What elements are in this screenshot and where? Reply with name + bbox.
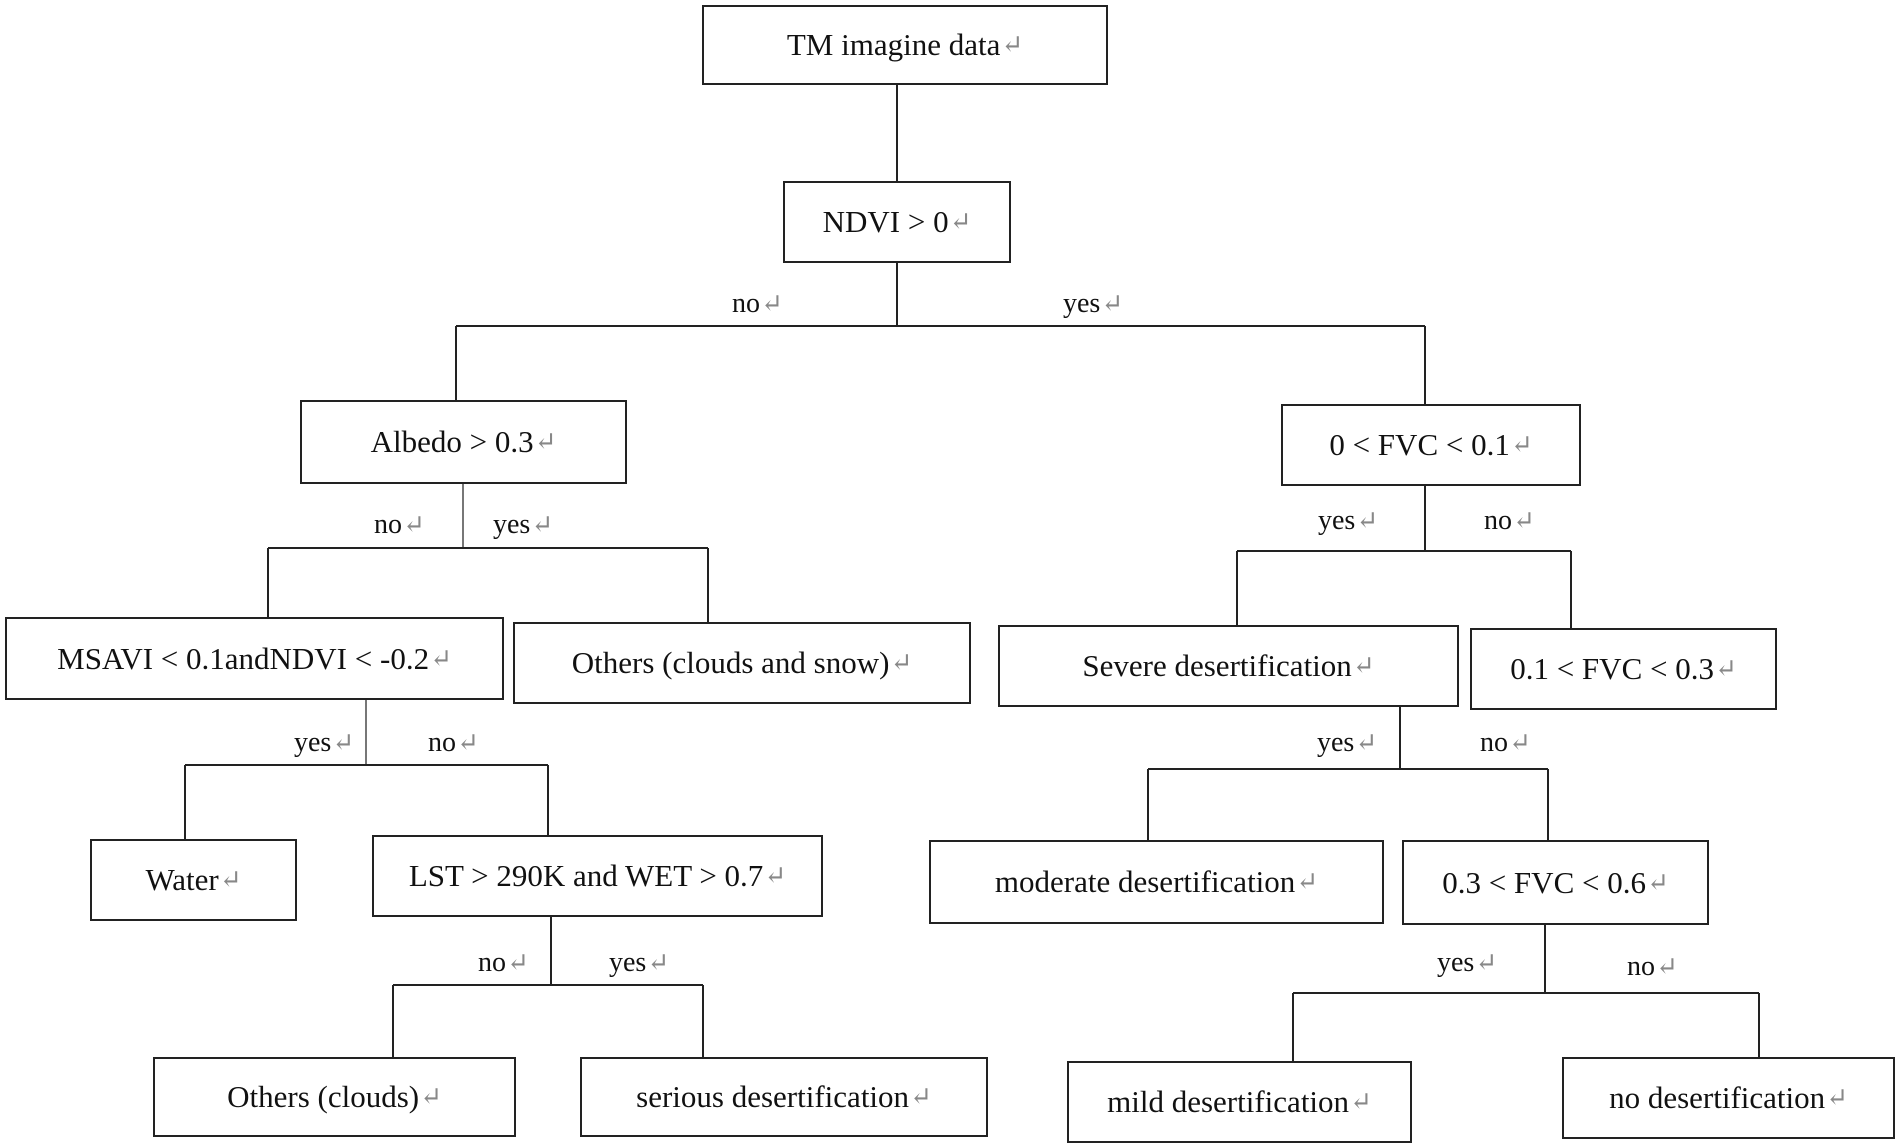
branch-label-albedo-no: no↵ bbox=[374, 509, 425, 540]
branch-label-albedo-yes: yes↵ bbox=[493, 509, 554, 540]
node-ndvi: NDVI > 0↵ bbox=[783, 181, 1011, 263]
node-fvc-0.1-0.3: 0.1 < FVC < 0.3↵ bbox=[1470, 628, 1777, 710]
branch-label-fvc01-yes: yes↵ bbox=[1318, 505, 1379, 536]
node-msavi: MSAVI < 0.1andNDVI < -0.2↵ bbox=[5, 617, 504, 700]
node-water: Water↵ bbox=[90, 839, 297, 921]
node-serious-desertification: serious desertification↵ bbox=[580, 1057, 988, 1137]
branch-label-msavi-no: no↵ bbox=[428, 727, 479, 758]
node-fvc-0.3-0.6: 0.3 < FVC < 0.6↵ bbox=[1402, 840, 1709, 925]
branch-label-ndvi-no: no↵ bbox=[732, 288, 783, 319]
branch-label-fvc36-no: no↵ bbox=[1627, 951, 1678, 982]
node-lst-wet: LST > 290K and WET > 0.7↵ bbox=[372, 835, 823, 917]
branch-label-fvc01-no: no↵ bbox=[1484, 505, 1535, 536]
node-severe-desertification: Severe desertification↵ bbox=[998, 625, 1459, 707]
branch-label-ndvi-yes: yes↵ bbox=[1063, 288, 1124, 319]
node-moderate-desertification: moderate desertification↵ bbox=[929, 840, 1384, 924]
branch-label-severe-no: no↵ bbox=[1480, 727, 1531, 758]
branch-label-lst-no: no↵ bbox=[478, 947, 529, 978]
branch-label-msavi-yes: yes↵ bbox=[294, 727, 355, 758]
node-others-clouds: Others (clouds)↵ bbox=[153, 1057, 516, 1137]
branch-label-severe-yes: yes↵ bbox=[1317, 727, 1378, 758]
node-tm-imagine-data: TM imagine data↵ bbox=[702, 5, 1108, 85]
node-no-desertification: no desertification↵ bbox=[1562, 1057, 1895, 1139]
branch-label-lst-yes: yes↵ bbox=[609, 947, 670, 978]
node-others-clouds-snow: Others (clouds and snow)↵ bbox=[513, 622, 971, 704]
node-fvc-0-0.1: 0 < FVC < 0.1↵ bbox=[1281, 404, 1581, 486]
node-mild-desertification: mild desertification↵ bbox=[1067, 1061, 1412, 1143]
node-albedo: Albedo > 0.3↵ bbox=[300, 400, 627, 484]
branch-label-fvc36-yes: yes↵ bbox=[1437, 947, 1498, 978]
